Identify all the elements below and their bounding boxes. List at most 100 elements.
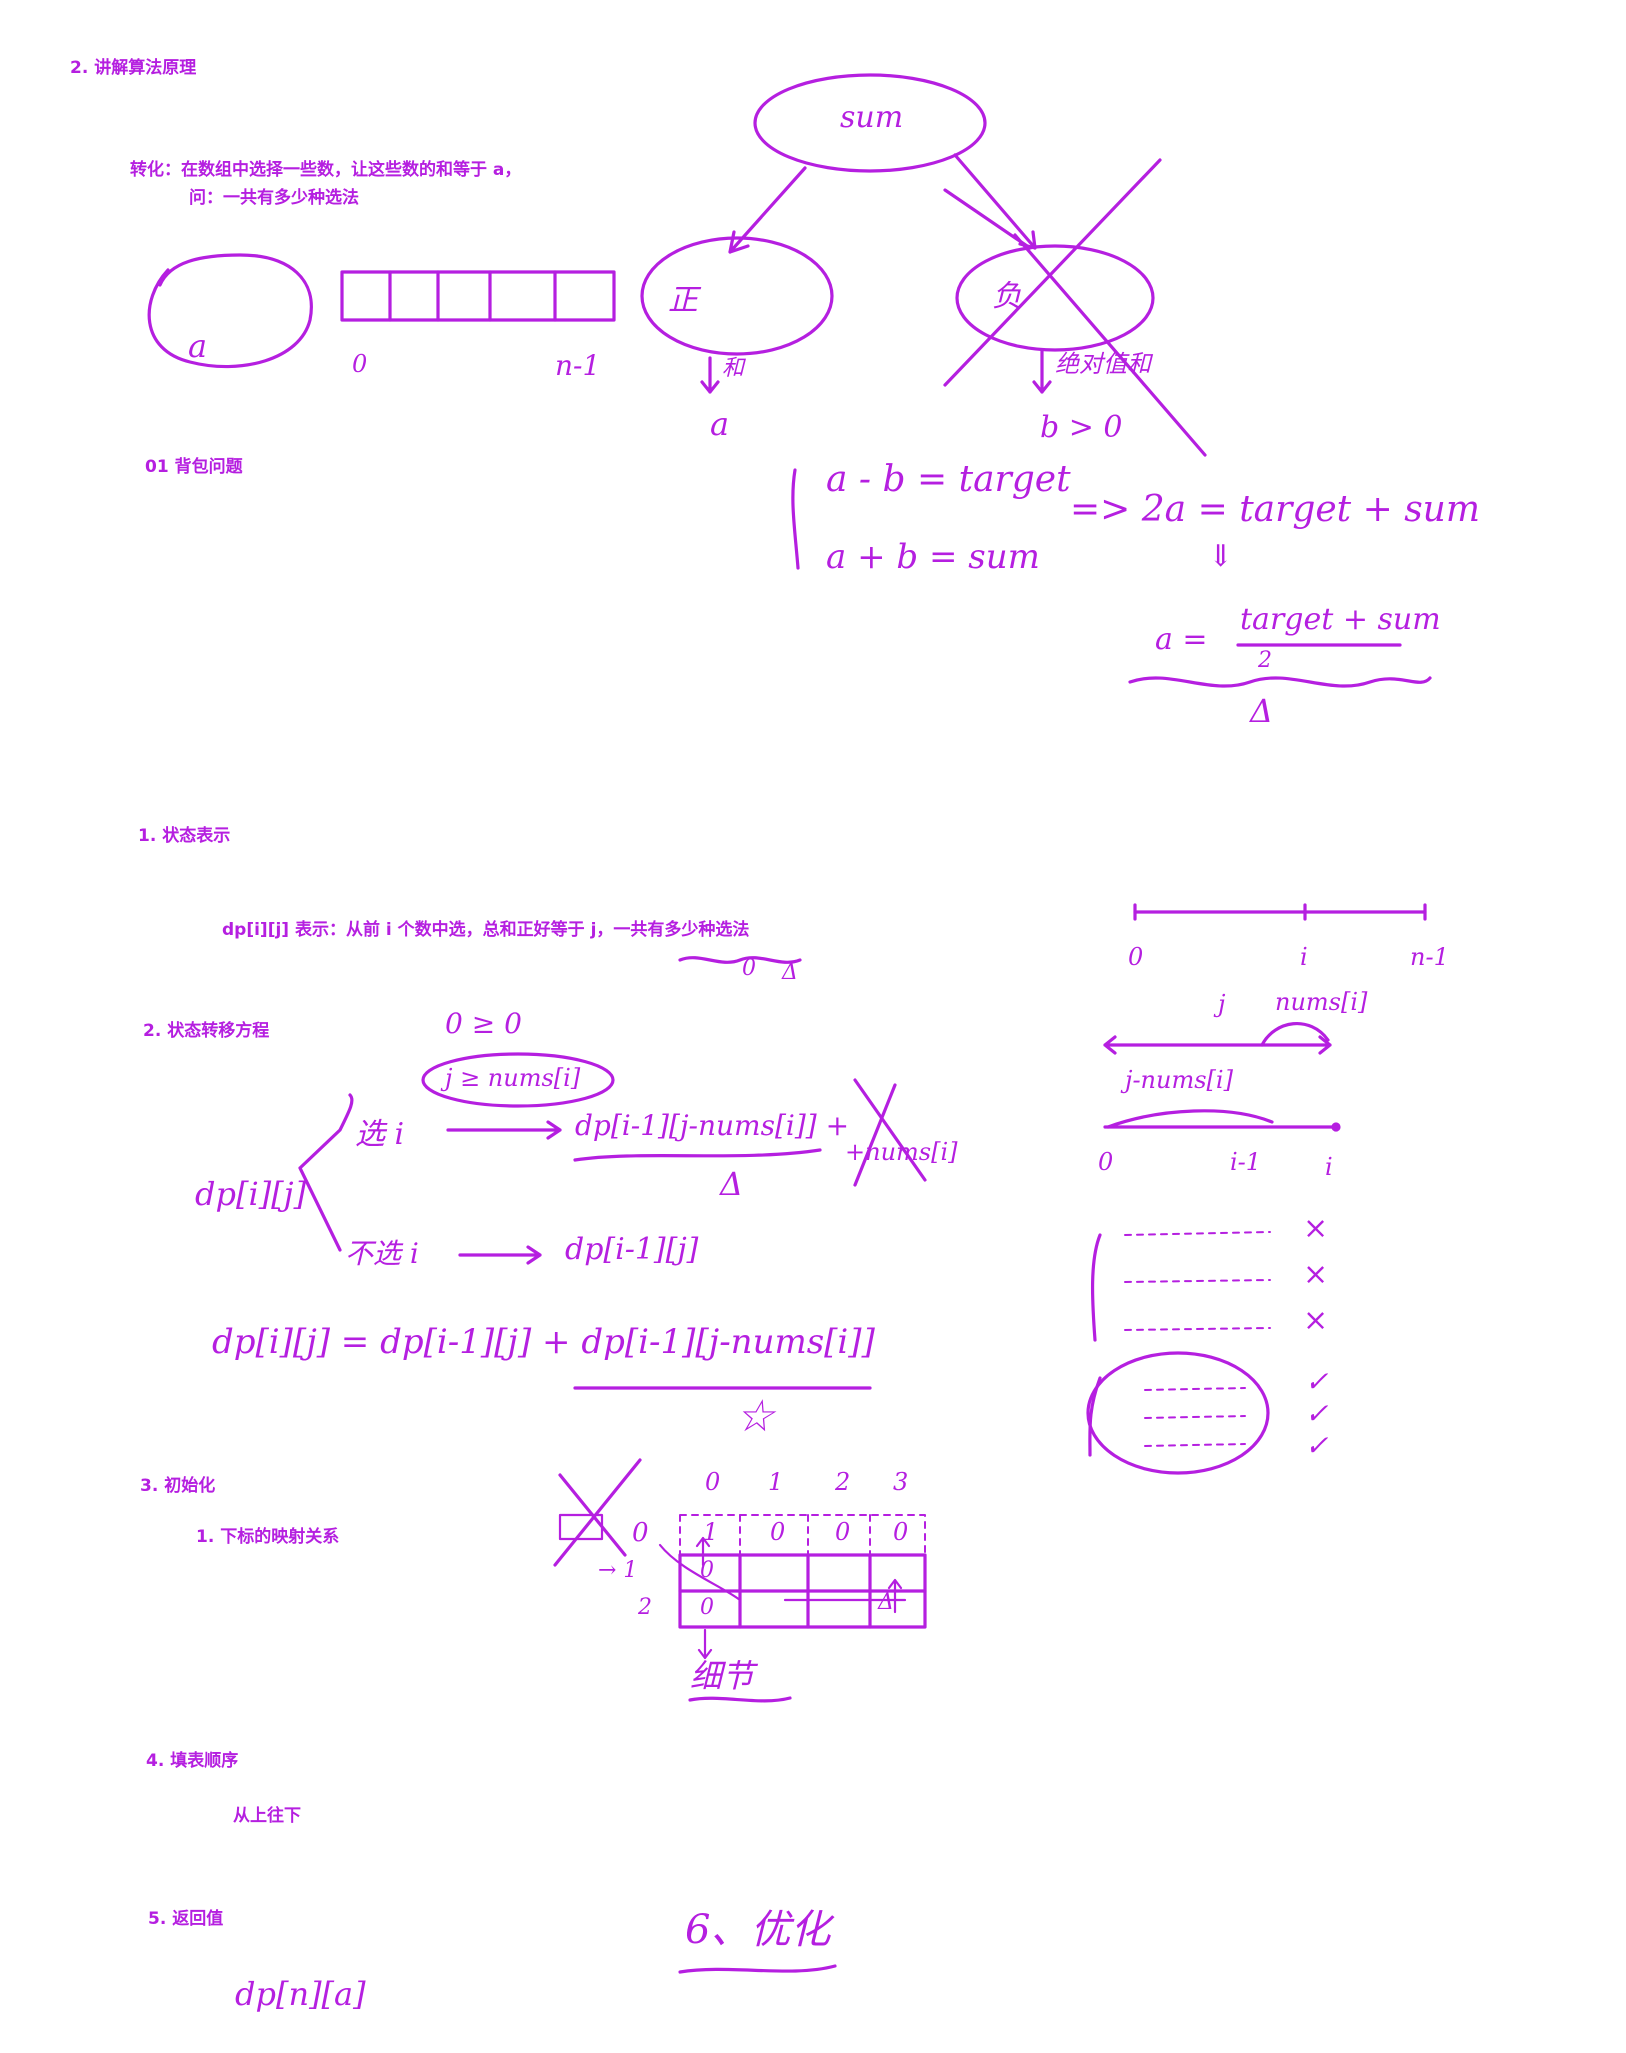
a-equals: a =	[1155, 622, 1208, 657]
nums-i-arc	[1260, 1022, 1330, 1047]
table-row1-col0: 0	[700, 1558, 714, 1583]
axis-label-0: 0	[1128, 943, 1144, 971]
cross-extra-term	[853, 1083, 897, 1187]
underline-init-label	[688, 1696, 792, 1703]
dp-ij-label: dp[i][j]	[195, 1175, 307, 1213]
range-label-j: j	[1218, 990, 1226, 1018]
branch-choose-label: 选 i	[355, 1117, 405, 1152]
state-definition: dp[i][j] 表示：从前 i 个数中选，总和正好等于 j，一共有多少种选法	[222, 920, 750, 940]
dashed-line	[1124, 1327, 1271, 1331]
range-label-j-minus: j-nums[i]	[1125, 1066, 1233, 1094]
state-underline-delta: Δ	[782, 960, 798, 985]
axis2-label-i: i	[1325, 1153, 1333, 1181]
underline-choose-expr	[573, 1148, 822, 1162]
branch-choose-expr: dp[i-1][j-nums[i]] +	[575, 1109, 850, 1142]
dep-arrow-down	[697, 1628, 713, 1660]
j-minus-arc	[1106, 1109, 1274, 1129]
branch-brace	[298, 1093, 354, 1252]
brace-crossed-group	[1090, 1233, 1102, 1342]
fraction-denominator: 2	[1258, 648, 1272, 673]
range-label-nums-i: nums[i]	[1275, 988, 1368, 1016]
axis2-label-i1: i-1	[1230, 1148, 1262, 1176]
array-index-zero: 0	[352, 350, 368, 378]
dashed-line	[1144, 1443, 1246, 1447]
init-subheading: 1. 下标的映射关系	[196, 1527, 340, 1547]
knapsack-title: 01 背包问题	[145, 457, 243, 477]
down-implication: ⇓	[1208, 539, 1234, 574]
table-row0-label: 0	[632, 1518, 649, 1548]
axis2-label-0: 0	[1098, 1148, 1114, 1176]
heading-principle: 2. 讲解算法原理	[70, 58, 197, 78]
table-row2-col0: 0	[700, 1595, 714, 1620]
arrow-positive-down	[700, 356, 720, 394]
cross-mark: ×	[1303, 1303, 1329, 1338]
dashed-line	[1124, 1231, 1271, 1236]
table-col-header: 3	[893, 1468, 909, 1496]
table-row0-cell: 0	[893, 1518, 909, 1546]
branch-choose-delta: Δ	[720, 1165, 744, 1203]
arrow-sum-to-positive	[728, 166, 807, 254]
optimize-label: 6、优化	[685, 1907, 831, 1953]
array-index-last: n-1	[555, 349, 601, 382]
init-heading: 3. 初始化	[140, 1476, 216, 1496]
table-col-header: 2	[835, 1468, 851, 1496]
dp-table-corner-cell	[558, 1513, 604, 1541]
arrow-choose	[446, 1120, 562, 1140]
transform-line1: 转化：在数组中选择一些数，让这些数的和等于 a，	[130, 160, 522, 180]
cross-corner-cell	[553, 1458, 642, 1567]
negative-node-ellipse	[955, 244, 1155, 352]
set-a-label: a	[188, 327, 208, 365]
check-mark: ✓	[1305, 1397, 1329, 1430]
a-value: a	[710, 405, 730, 443]
transform-line2: 问：一共有多少种选法	[189, 188, 359, 208]
set-a-circle	[147, 253, 313, 369]
triangle-mark-a: Δ	[1250, 692, 1274, 730]
condition-j: j ≥ nums[i]	[445, 1064, 581, 1092]
axis-label-i: i	[1300, 943, 1308, 971]
sum-node-label: sum	[840, 100, 904, 135]
table-row0-cell: 0	[835, 1518, 851, 1546]
return-expression: dp[n][a]	[235, 1975, 366, 2013]
condition-zero: 0 ≥ 0	[445, 1007, 522, 1040]
equation-a-plus-b: a + b = sum	[826, 537, 1040, 577]
arrow-negative-down	[1032, 348, 1052, 394]
table-row2-label: 2	[638, 1595, 652, 1620]
table-row1-label: → 1	[598, 1558, 638, 1583]
positive-node-label: 正	[668, 283, 698, 318]
cross-mark: ×	[1303, 1257, 1329, 1292]
equation-a-minus-b: a - b = target	[826, 459, 1071, 500]
cross-mark: ×	[1303, 1211, 1329, 1246]
dashed-line	[1144, 1415, 1246, 1419]
star-mark: ☆	[735, 1391, 775, 1442]
table-col-header: 0	[705, 1468, 721, 1496]
return-heading: 5. 返回值	[148, 1909, 224, 1929]
state-repr-heading: 1. 状态表示	[138, 826, 231, 846]
arrow-not-choose	[458, 1245, 542, 1265]
state-underline-zero: 0	[742, 956, 756, 981]
wavy-underline-a	[1128, 676, 1432, 688]
branch-choose-extra: +nums[i]	[845, 1138, 958, 1166]
brace-checked-group	[1088, 1376, 1102, 1457]
table-delta: Δ	[878, 1590, 894, 1615]
range-j-arrow	[1103, 1035, 1332, 1055]
final-transition-equation: dp[i][j] = dp[i-1][j] + dp[i-1][j-nums[i…	[212, 1322, 875, 1362]
dashed-line	[1144, 1387, 1246, 1391]
arrow-sum-to-negative-extra	[943, 188, 1032, 250]
fill-order-heading: 4. 填表顺序	[146, 1751, 239, 1771]
arrow-sum-to-negative	[953, 153, 1037, 250]
dashed-line	[1124, 1279, 1271, 1283]
table-col-header: 1	[768, 1468, 784, 1496]
fill-order-value: 从上往下	[233, 1806, 301, 1826]
equation-brace	[791, 468, 800, 570]
cross-corner-cell	[558, 1473, 627, 1557]
equation-derived: => 2a = target + sum	[1070, 489, 1480, 530]
b-value: b > 0	[1040, 410, 1123, 445]
underline-optimize	[678, 1964, 837, 1974]
number-line-dot	[1331, 1122, 1341, 1132]
branch-not-choose-expr: dp[i-1][j]	[565, 1232, 699, 1267]
axis-label-n1: n-1	[1410, 943, 1449, 971]
array-row	[340, 270, 616, 322]
abs-sum-edge-label: 绝对值和	[1055, 350, 1151, 378]
transition-heading: 2. 状态转移方程	[143, 1021, 270, 1041]
